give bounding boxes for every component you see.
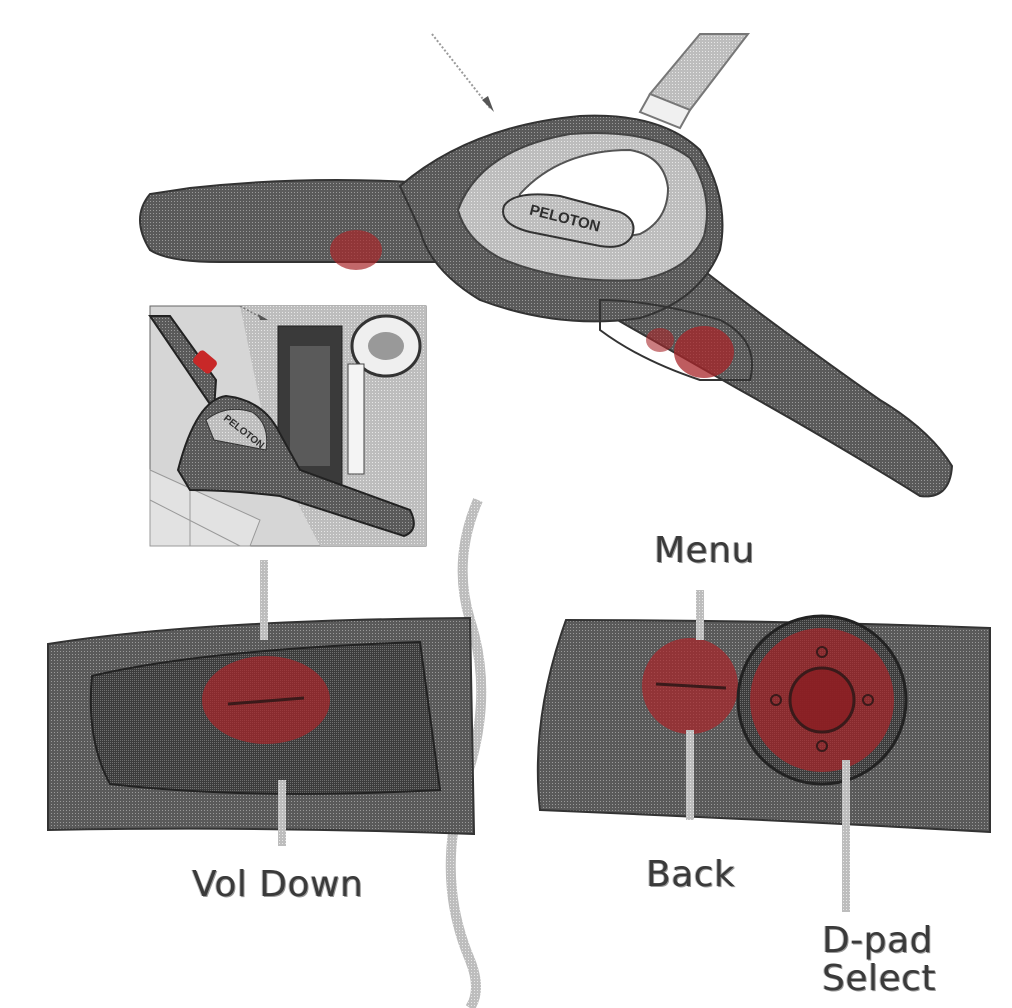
handle-back-button	[646, 328, 674, 352]
handle-vol-button	[330, 230, 382, 270]
inset-view: PELOTON	[148, 305, 427, 547]
label-select: Select	[822, 958, 937, 999]
label-back: Back	[646, 854, 736, 895]
closeup-left	[47, 560, 476, 846]
closeup-right	[536, 590, 991, 912]
handle-assembly: PELOTON	[139, 33, 954, 498]
label-menu: Menu	[654, 530, 755, 571]
strap	[638, 33, 751, 130]
label-dpad-select: D-pad Select	[822, 922, 936, 998]
leader-arrow-top	[431, 33, 494, 112]
dpad-select-button	[788, 666, 856, 734]
inset-red-button	[193, 350, 217, 374]
handle-left-bar	[139, 179, 482, 263]
handle-dpad-button	[674, 326, 734, 378]
handle-logo-plate: PELOTON	[502, 193, 635, 248]
label-vol-down: Vol Down	[192, 864, 364, 905]
label-dpad: D-pad	[822, 920, 933, 961]
